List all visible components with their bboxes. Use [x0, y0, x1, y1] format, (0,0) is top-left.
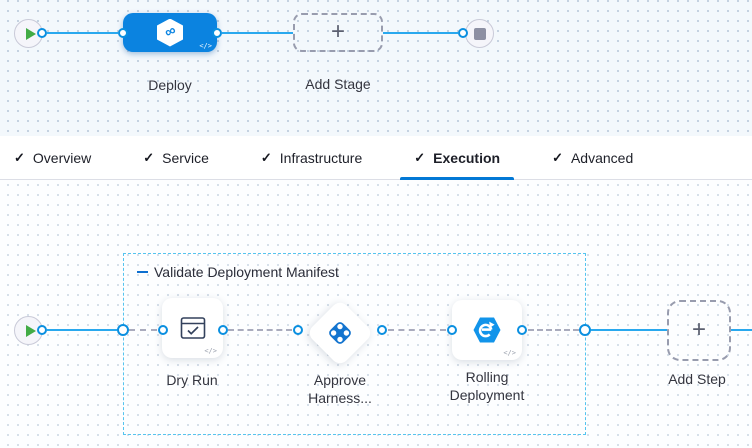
add-step-button[interactable]: + [667, 300, 731, 361]
rolling-deploy-icon [473, 317, 501, 343]
step-node-approve[interactable] [306, 299, 374, 367]
connector-port [293, 325, 303, 335]
connector-line [222, 32, 293, 34]
yaml-code-icon: </> [503, 349, 516, 357]
stage-config-tabbar: ✓ Overview ✓ Service ✓ Infrastructure ✓ … [0, 136, 752, 180]
step-group-title: Validate Deployment Manifest [154, 264, 339, 280]
step-label-rolling-deployment: Rolling Deployment [449, 369, 525, 403]
tab-overview[interactable]: ✓ Overview [0, 136, 105, 179]
connector-line-dashed [528, 329, 579, 331]
step-node-rolling-deployment[interactable]: </> [452, 300, 522, 360]
tab-label: Infrastructure [279, 149, 363, 166]
connector-port [117, 324, 129, 336]
connector-port [517, 325, 527, 335]
connector-line [47, 329, 117, 331]
check-icon: ✓ [143, 149, 155, 165]
add-stage-label: Add Stage [305, 76, 371, 92]
connector-line-dashed [388, 329, 446, 331]
pipeline-end-node[interactable] [465, 19, 494, 48]
tab-execution[interactable]: ✓ Execution [400, 136, 515, 180]
tab-service[interactable]: ✓ Service [129, 136, 223, 179]
connector-port [377, 325, 387, 335]
connector-port [37, 28, 47, 38]
execution-graph-canvas: Validate Deployment Manifest </> [0, 180, 752, 448]
step-label-approve: Approve Harness... [308, 372, 372, 406]
connector-line-dashed [228, 329, 292, 331]
stage-label-deploy: Deploy [148, 77, 192, 93]
tab-infrastructure[interactable]: ✓ Infrastructure [247, 136, 376, 179]
stage-node-deploy[interactable]: ∞ </> [123, 13, 217, 52]
tab-label: Overview [32, 149, 92, 166]
harness-approval-icon [329, 322, 351, 344]
add-step-label: Add Step [668, 371, 726, 387]
stage-graph-canvas: ∞ </> + Deploy Add Stage [0, 0, 752, 136]
yaml-code-icon: </> [204, 347, 217, 355]
tab-advanced[interactable]: ✓ Advanced [538, 136, 647, 179]
connector-port [218, 325, 228, 335]
shell-script-check-icon [180, 317, 205, 339]
active-tab-indicator [400, 177, 515, 180]
play-icon [25, 27, 36, 40]
connector-port [579, 324, 591, 336]
check-icon: ✓ [552, 149, 563, 165]
step-label-dry-run: Dry Run [166, 372, 218, 388]
step-group-container [123, 253, 586, 435]
stop-icon [473, 27, 486, 40]
collapse-group-icon[interactable] [137, 271, 148, 273]
add-stage-button[interactable]: + [293, 13, 383, 52]
step-node-dry-run[interactable]: </> [162, 298, 223, 358]
check-icon: ✓ [14, 149, 25, 165]
connector-port [37, 325, 47, 335]
connector-line [731, 329, 752, 331]
connector-line [591, 329, 667, 331]
step-group-header: Validate Deployment Manifest [137, 264, 339, 280]
connector-port [458, 28, 468, 38]
tab-label: Execution [433, 149, 501, 166]
connector-port [447, 325, 457, 335]
plus-icon: + [691, 315, 706, 343]
connector-port [118, 28, 128, 38]
tab-label: Service [162, 149, 209, 166]
plus-icon: + [330, 17, 345, 45]
connector-port [158, 325, 168, 335]
connector-line-dashed [129, 329, 157, 331]
play-icon [25, 324, 36, 337]
check-icon: ✓ [414, 149, 426, 165]
cd-stage-icon: ∞ [157, 18, 183, 47]
connector-port [212, 28, 222, 38]
tab-label: Advanced [570, 149, 634, 166]
connector-line [383, 32, 458, 34]
connector-line [47, 32, 118, 34]
yaml-code-icon: </> [199, 42, 212, 50]
check-icon: ✓ [260, 149, 272, 165]
